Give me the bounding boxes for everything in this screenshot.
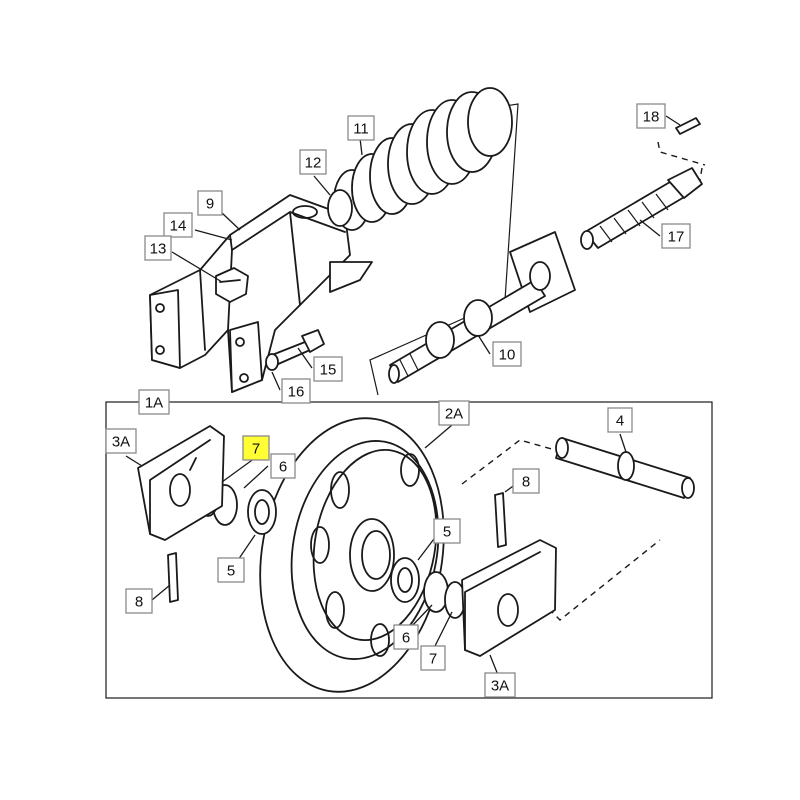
callout-box [217,557,245,583]
nut [215,267,249,303]
callout-number: 7 [429,651,437,668]
bracket-right [461,539,557,657]
callout-12: 12 [299,149,327,175]
callout-number: 13 [150,241,167,258]
reference-line [699,167,703,181]
callout-number: 4 [616,413,624,430]
callout-number: 17 [668,229,685,246]
callout-number: 5 [227,563,235,580]
spring [327,87,513,231]
callout-6: 6 [393,624,419,650]
callout-8: 8 [512,468,540,494]
callout-box [433,518,461,544]
callout-box [299,149,327,175]
callout-18: 18 [636,103,666,129]
callout-box [607,407,633,433]
callout-9: 9 [197,190,223,216]
callout-3A: 3A [105,428,137,454]
callout-4: 4 [607,407,633,433]
reference-line [657,141,706,166]
callout-17: 17 [661,223,691,249]
pin-right [494,492,507,548]
shaft [555,437,695,499]
callout-box [438,400,470,426]
callout-box [347,115,375,141]
callout-number: 3A [112,434,130,451]
callout-number: 14 [170,218,187,235]
callout-box [492,341,522,367]
callout-box [270,453,296,479]
callout-box [281,378,311,404]
callout-14: 14 [163,212,193,238]
callout-box [138,389,170,415]
pin-top [675,117,701,135]
callout-11: 11 [347,115,375,141]
callout-number: 9 [206,196,214,213]
pin-left [167,552,179,603]
idler-assembly [105,401,713,699]
callout-16: 16 [281,378,311,404]
callout-box [393,624,419,650]
bearing-right [390,557,466,619]
callout-box [144,235,172,261]
callout-box [163,212,193,238]
bracket-yoke [149,194,373,393]
callout-5: 5 [217,557,245,583]
adjuster-screw [580,167,703,250]
callout-number: 5 [443,524,451,541]
callout-2A: 2A [438,400,470,426]
callout-13: 13 [144,235,172,261]
callout-number: 7 [252,441,260,458]
callout-box [661,223,691,249]
callout-box [484,672,516,698]
callout-box [105,428,137,454]
callout-7: 7 [242,435,270,461]
callout-number: 10 [499,347,516,364]
callout-3A: 3A [484,672,516,698]
callout-box [125,588,153,614]
callout-box [313,356,343,382]
callout-number: 8 [135,594,143,611]
leader-lines [125,115,681,681]
callout-box [197,190,223,216]
callout-number: 15 [320,362,337,379]
callout-number: 8 [522,474,530,491]
callout-number: 11 [353,121,369,138]
assembly-frame [105,401,713,699]
callout-box [512,468,540,494]
idler-wheel [259,417,445,693]
bolt [265,329,325,371]
callout-number: 6 [402,630,410,647]
callout-box [420,645,446,671]
bracket-left [137,425,225,541]
callout-6: 6 [270,453,296,479]
callout-number: 12 [305,155,322,172]
callout-1A: 1A [138,389,170,415]
callout-number: 1A [145,395,163,412]
tension-rod [388,231,576,384]
callout-number: 2A [445,406,463,423]
callout-5: 5 [433,518,461,544]
callout-number: 18 [643,109,660,126]
callout-8: 8 [125,588,153,614]
callout-box [636,103,666,129]
callout-15: 15 [313,356,343,382]
callout-box [242,435,270,461]
upper-assembly [149,87,706,396]
callout-number: 6 [279,459,287,476]
callout-number: 16 [288,384,305,401]
callout-number: 3A [491,678,509,695]
callout-7: 7 [420,645,446,671]
callout-10: 10 [492,341,522,367]
